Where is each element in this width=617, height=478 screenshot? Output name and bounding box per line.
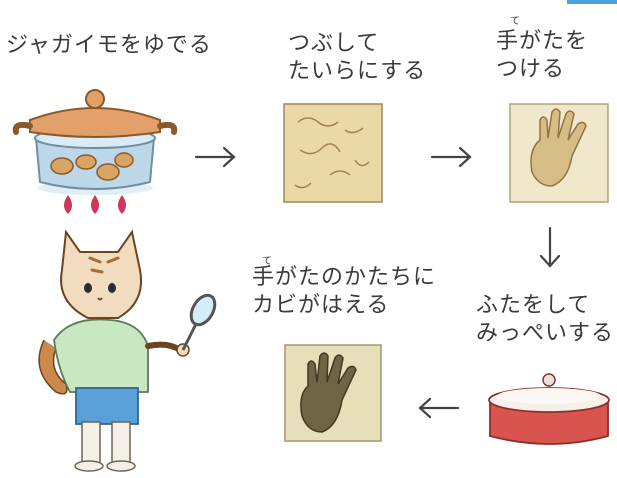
- moldy-handprint-square: [284, 344, 382, 442]
- arrow-down: [539, 226, 561, 268]
- step-cover-label: ふたをして みっぺいする: [476, 293, 615, 346]
- step-handprint-label: 手がたを つける: [496, 29, 589, 82]
- step-handprint-furigana: て: [510, 16, 520, 27]
- step-mold-label: 手がたのかたちに カビがはえる: [252, 265, 437, 318]
- arrow-right-1: [194, 146, 236, 168]
- arrow-left: [418, 397, 460, 419]
- boiling-pot-illustration: [12, 89, 178, 214]
- mashed-potato-square: [283, 103, 383, 203]
- step-boil-label: ジャガイモをゆでる: [6, 33, 212, 58]
- step-mold-furigana: て: [262, 256, 272, 267]
- corner-accent-bar: [567, 0, 617, 4]
- cat-character-illustration: [38, 229, 217, 472]
- handprint-square: [509, 103, 609, 203]
- arrow-right-2: [430, 146, 472, 168]
- sealed-container-illustration: [488, 373, 610, 445]
- step-mash-label: つぶして たいらにする: [288, 31, 427, 84]
